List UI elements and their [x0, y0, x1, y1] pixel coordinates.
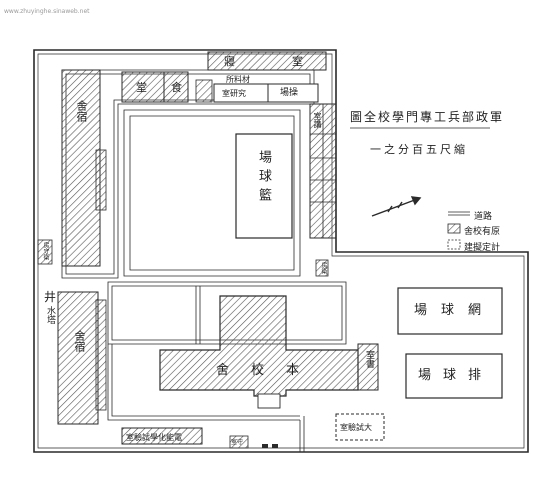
legend-planned-label: 建擬定計 — [464, 243, 501, 253]
top-label-2: 室 — [292, 55, 303, 68]
workshop-building — [267, 83, 319, 103]
tennis-court-label: 場球網 — [414, 303, 496, 318]
arsenal-label: 所料材 — [226, 75, 250, 84]
legend-existing-label: 舍校有原 — [464, 227, 501, 237]
dashed-legend-icon — [447, 239, 461, 250]
arsenal-building — [207, 51, 327, 71]
science-lab-building — [121, 427, 203, 445]
legend-road-label: 道路 — [474, 212, 493, 222]
compass-arrow-icon — [371, 196, 422, 217]
watermark: www.zhuyinghe.sinaweb.net — [4, 8, 90, 15]
gate-right-label: 房衛 — [320, 262, 327, 274]
dorm-upper-wing — [95, 149, 107, 211]
campus-boundary — [33, 49, 529, 453]
campus-boundary-inner — [37, 53, 525, 449]
plan-scale: 一之分百五尺縮 — [370, 143, 468, 156]
gate-right-building — [315, 259, 329, 277]
dining-hall-right-label: 食 — [171, 81, 182, 94]
basketball-court — [235, 133, 293, 239]
gate-left-label: 房守衛 — [42, 242, 49, 260]
guard-bottom-building — [229, 435, 249, 449]
storage-small — [195, 79, 213, 103]
main-building — [159, 295, 359, 397]
volleyball-court — [405, 353, 503, 399]
planned-lab-building — [335, 413, 385, 441]
side-wing-building — [357, 343, 379, 391]
dorm-lower-building — [57, 291, 99, 425]
bottom-gate — [262, 444, 278, 448]
side-wing-label: 室書 — [364, 350, 374, 368]
plan-title: 圖全校學門專工兵部政軍 — [350, 110, 505, 124]
right-rooms-dividers — [310, 104, 336, 238]
volleyball-court-label: 場球排 — [418, 368, 494, 383]
workshop-label: 場操 — [280, 88, 299, 98]
water-tower-label: 水塔 — [45, 306, 55, 324]
tennis-court — [397, 287, 503, 335]
guard-bottom-label: 室守 — [231, 439, 244, 446]
dining-hall-left-label: 堂 — [136, 81, 147, 94]
dorm-lower-wing — [95, 299, 107, 411]
basketball-court-label: 場球籃 — [256, 150, 271, 207]
road-legend-icon — [448, 211, 470, 216]
main-entrance — [257, 393, 281, 409]
right-rooms-label: 室講 — [313, 112, 322, 128]
hatch-legend-icon — [447, 223, 461, 234]
planned-lab-label: 室驗試大 — [340, 423, 372, 432]
gate-left-building — [37, 239, 53, 265]
research-rooms-label: 室研究 — [222, 89, 246, 98]
top-label-1: 寢 — [224, 55, 235, 68]
dining-hall-right — [163, 71, 189, 103]
main-building-label: 舍校本 — [216, 363, 322, 378]
dorm-lower-label: 舍宿 — [73, 330, 86, 352]
dining-hall-left — [121, 71, 165, 103]
dorm-upper-label: 舍宿 — [75, 100, 88, 122]
science-lab-label: 室驗試學化能電 — [126, 433, 182, 442]
well-label: 井 — [44, 290, 57, 304]
